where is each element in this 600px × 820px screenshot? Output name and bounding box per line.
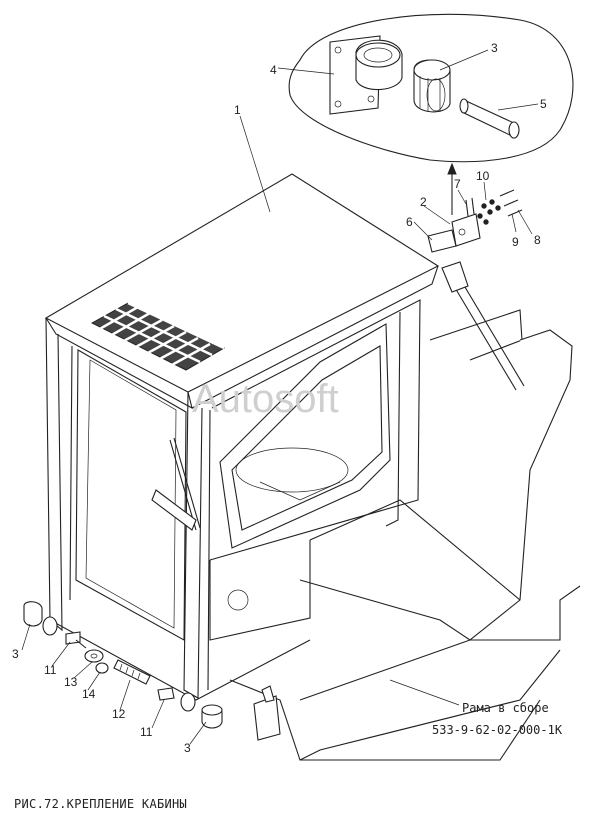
callout-2: 2	[420, 195, 427, 209]
frame-note-title: Рама в сборе	[462, 701, 549, 715]
callout-1: 1	[234, 103, 241, 117]
roof-grid	[90, 301, 226, 371]
callout-11-bottom: 11	[140, 725, 153, 739]
callout-6: 6	[406, 215, 413, 229]
pin-part	[459, 98, 520, 139]
callout-12: 12	[112, 707, 126, 721]
figure-caption: РИС.72.КРЕПЛЕНИЕ КАБИНЫ	[14, 797, 187, 811]
leader-lines	[21, 49, 539, 745]
callout-9: 9	[512, 235, 519, 249]
rubber-bushing-part	[413, 59, 451, 113]
cab-body	[44, 173, 440, 701]
detail-bubble	[288, 13, 574, 215]
callout-14: 14	[82, 687, 96, 701]
flange-plate-part	[329, 35, 403, 115]
callout-10: 10	[476, 169, 490, 183]
callout-7: 7	[454, 177, 461, 191]
callout-3-bottom: 3	[184, 741, 191, 755]
callout-8: 8	[534, 233, 541, 247]
callout-5: 5	[540, 97, 547, 111]
watermark-text: Autosoft	[192, 377, 339, 421]
base-frame	[229, 261, 581, 761]
callout-3-left: 3	[12, 647, 19, 661]
callout-3-detail: 3	[491, 41, 498, 55]
callout-4: 4	[270, 63, 277, 77]
callout-13: 13	[64, 675, 78, 689]
left-mount-parts	[23, 601, 223, 729]
bracket-cluster	[427, 189, 523, 253]
callout-11-left: 11	[44, 663, 57, 677]
frame-note-part-number: 533-9-62-02-000-1К	[432, 723, 563, 737]
